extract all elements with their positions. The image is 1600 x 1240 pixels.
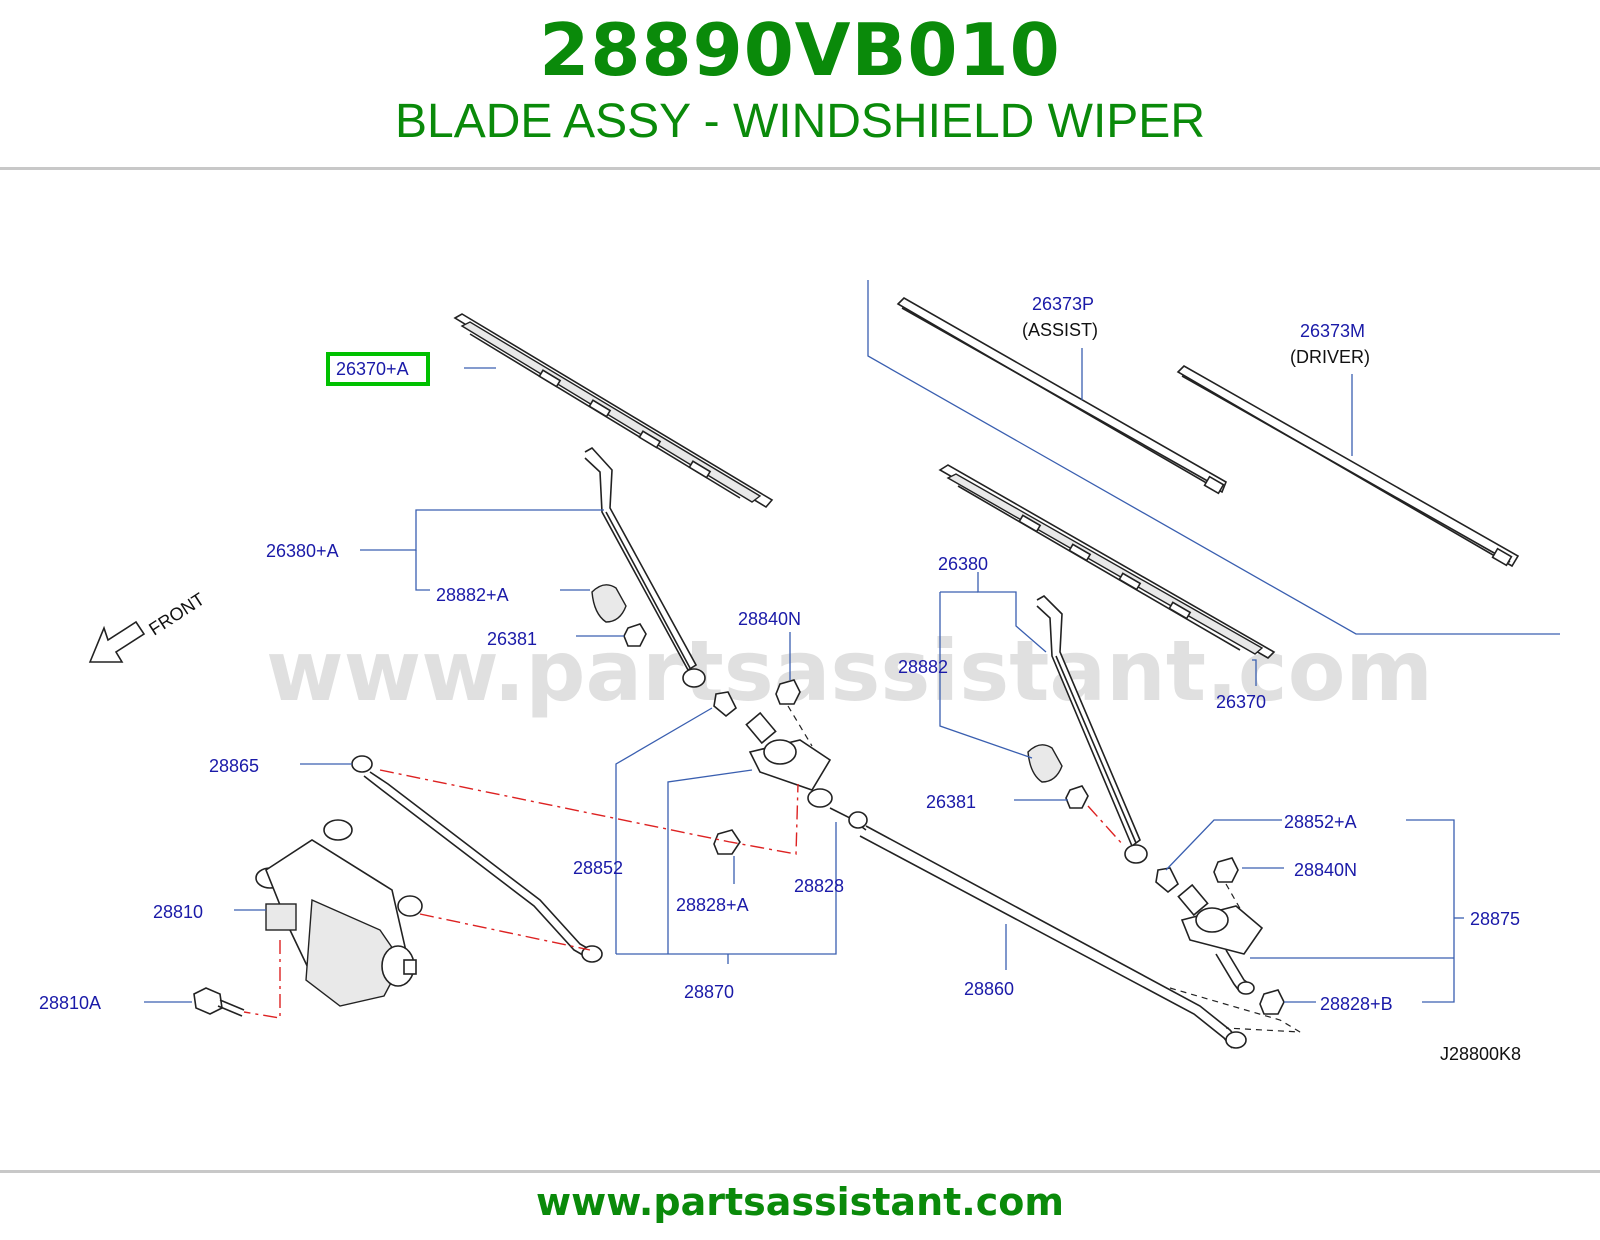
left-wiper-blade[interactable] [453,313,774,509]
front-label: FRONT [145,589,208,640]
link-guide-line-1 [379,769,799,855]
part-number-title: 28890VB010 [539,8,1061,92]
callout-26381-left[interactable]: 26381 [487,629,537,649]
callout-28840n-right[interactable]: 28840N [1294,860,1357,880]
callout-26370[interactable]: 26370 [1216,692,1266,712]
right-pivot-nut-guide [1225,883,1243,913]
left-pivot-cap[interactable] [591,584,627,623]
callout-28882[interactable]: 28882 [898,657,948,677]
callout-28882a[interactable]: 28882+A [436,585,509,605]
leader-28882 [939,592,1033,759]
drive-link-28860[interactable] [807,788,1247,1049]
leader-26380 [977,572,1047,653]
callout-26373m[interactable]: 26373M [1300,321,1365,341]
left-wiper-arm[interactable] [584,446,706,688]
right-arm-nut[interactable] [1065,785,1089,809]
diagram-code: J28800K8 [1440,1044,1521,1064]
callout-28870[interactable]: 28870 [684,982,734,1002]
leader-28882a [415,550,430,591]
driver-blade-refill[interactable] [1176,365,1520,568]
wiper-motor[interactable] [255,819,423,1007]
callout-26381-right[interactable]: 26381 [926,792,976,812]
leader-28870-bracket [616,822,837,955]
link-guide-line-2 [419,913,591,951]
refill-group-bracket [867,280,1560,635]
callout-28840n-left[interactable]: 28840N [738,609,801,629]
callout-28828b[interactable]: 28828+B [1320,994,1393,1014]
assist-blade-refill[interactable] [896,297,1228,495]
motor-bolt[interactable] [193,987,245,1017]
callout-26380[interactable]: 26380 [938,554,988,574]
callout-28865[interactable]: 28865 [209,756,259,776]
highlighted-part-box[interactable] [326,352,430,386]
callout-28810[interactable]: 28810 [153,902,203,922]
callout-26373p[interactable]: 26373P [1032,294,1094,314]
callout-28860[interactable]: 28860 [964,979,1014,999]
right-pivot-assembly[interactable] [1155,867,1264,995]
right-nut-guide-line [1087,805,1125,847]
right-wiper-arm[interactable] [1036,595,1148,864]
callout-28852a[interactable]: 28852+A [1284,812,1357,832]
leader-26380a [360,509,604,551]
leader-26370 [1252,659,1257,686]
leader-28870-mid [667,769,753,954]
page-header: 28890VB010 BLADE ASSY - WINDSHIELD WIPER [0,0,1600,170]
callout-28852[interactable]: 28852 [573,858,623,878]
left-pivot-nut[interactable] [775,679,801,705]
leader-28852a [1165,819,1282,871]
assist-note: (ASSIST) [1022,320,1098,340]
leader-28875-bracket [1406,819,1455,1003]
motor-bolt-guide-line [243,940,281,1019]
part-name-subtitle: BLADE ASSY - WINDSHIELD WIPER [395,95,1205,148]
callout-28875[interactable]: 28875 [1470,909,1520,929]
left-pivot-assembly[interactable] [713,691,832,791]
link-rod-28865[interactable] [351,755,603,963]
right-pivot-cap[interactable] [1027,744,1063,783]
leader-28852 [615,707,713,954]
left-pivot-nut-guide [787,705,813,747]
callout-28828a[interactable]: 28828+A [676,895,749,915]
callout-26380a[interactable]: 26380+A [266,541,339,561]
link-nut-28828b[interactable] [1259,989,1285,1015]
front-direction-arrow: FRONT [88,589,208,663]
header-divider [0,167,1600,170]
right-pivot-nut[interactable] [1213,857,1239,883]
nut-28828b-guide [1169,987,1301,1033]
driver-note: (DRIVER) [1290,347,1370,367]
callout-28810a[interactable]: 28810A [39,993,101,1013]
footer-divider [0,1170,1600,1173]
callout-28828[interactable]: 28828 [794,876,844,896]
footer-url[interactable]: www.partsassistant.com [536,1180,1064,1224]
callout-26370a[interactable]: 26370+A [336,359,409,379]
right-wiper-blade[interactable] [938,464,1276,659]
